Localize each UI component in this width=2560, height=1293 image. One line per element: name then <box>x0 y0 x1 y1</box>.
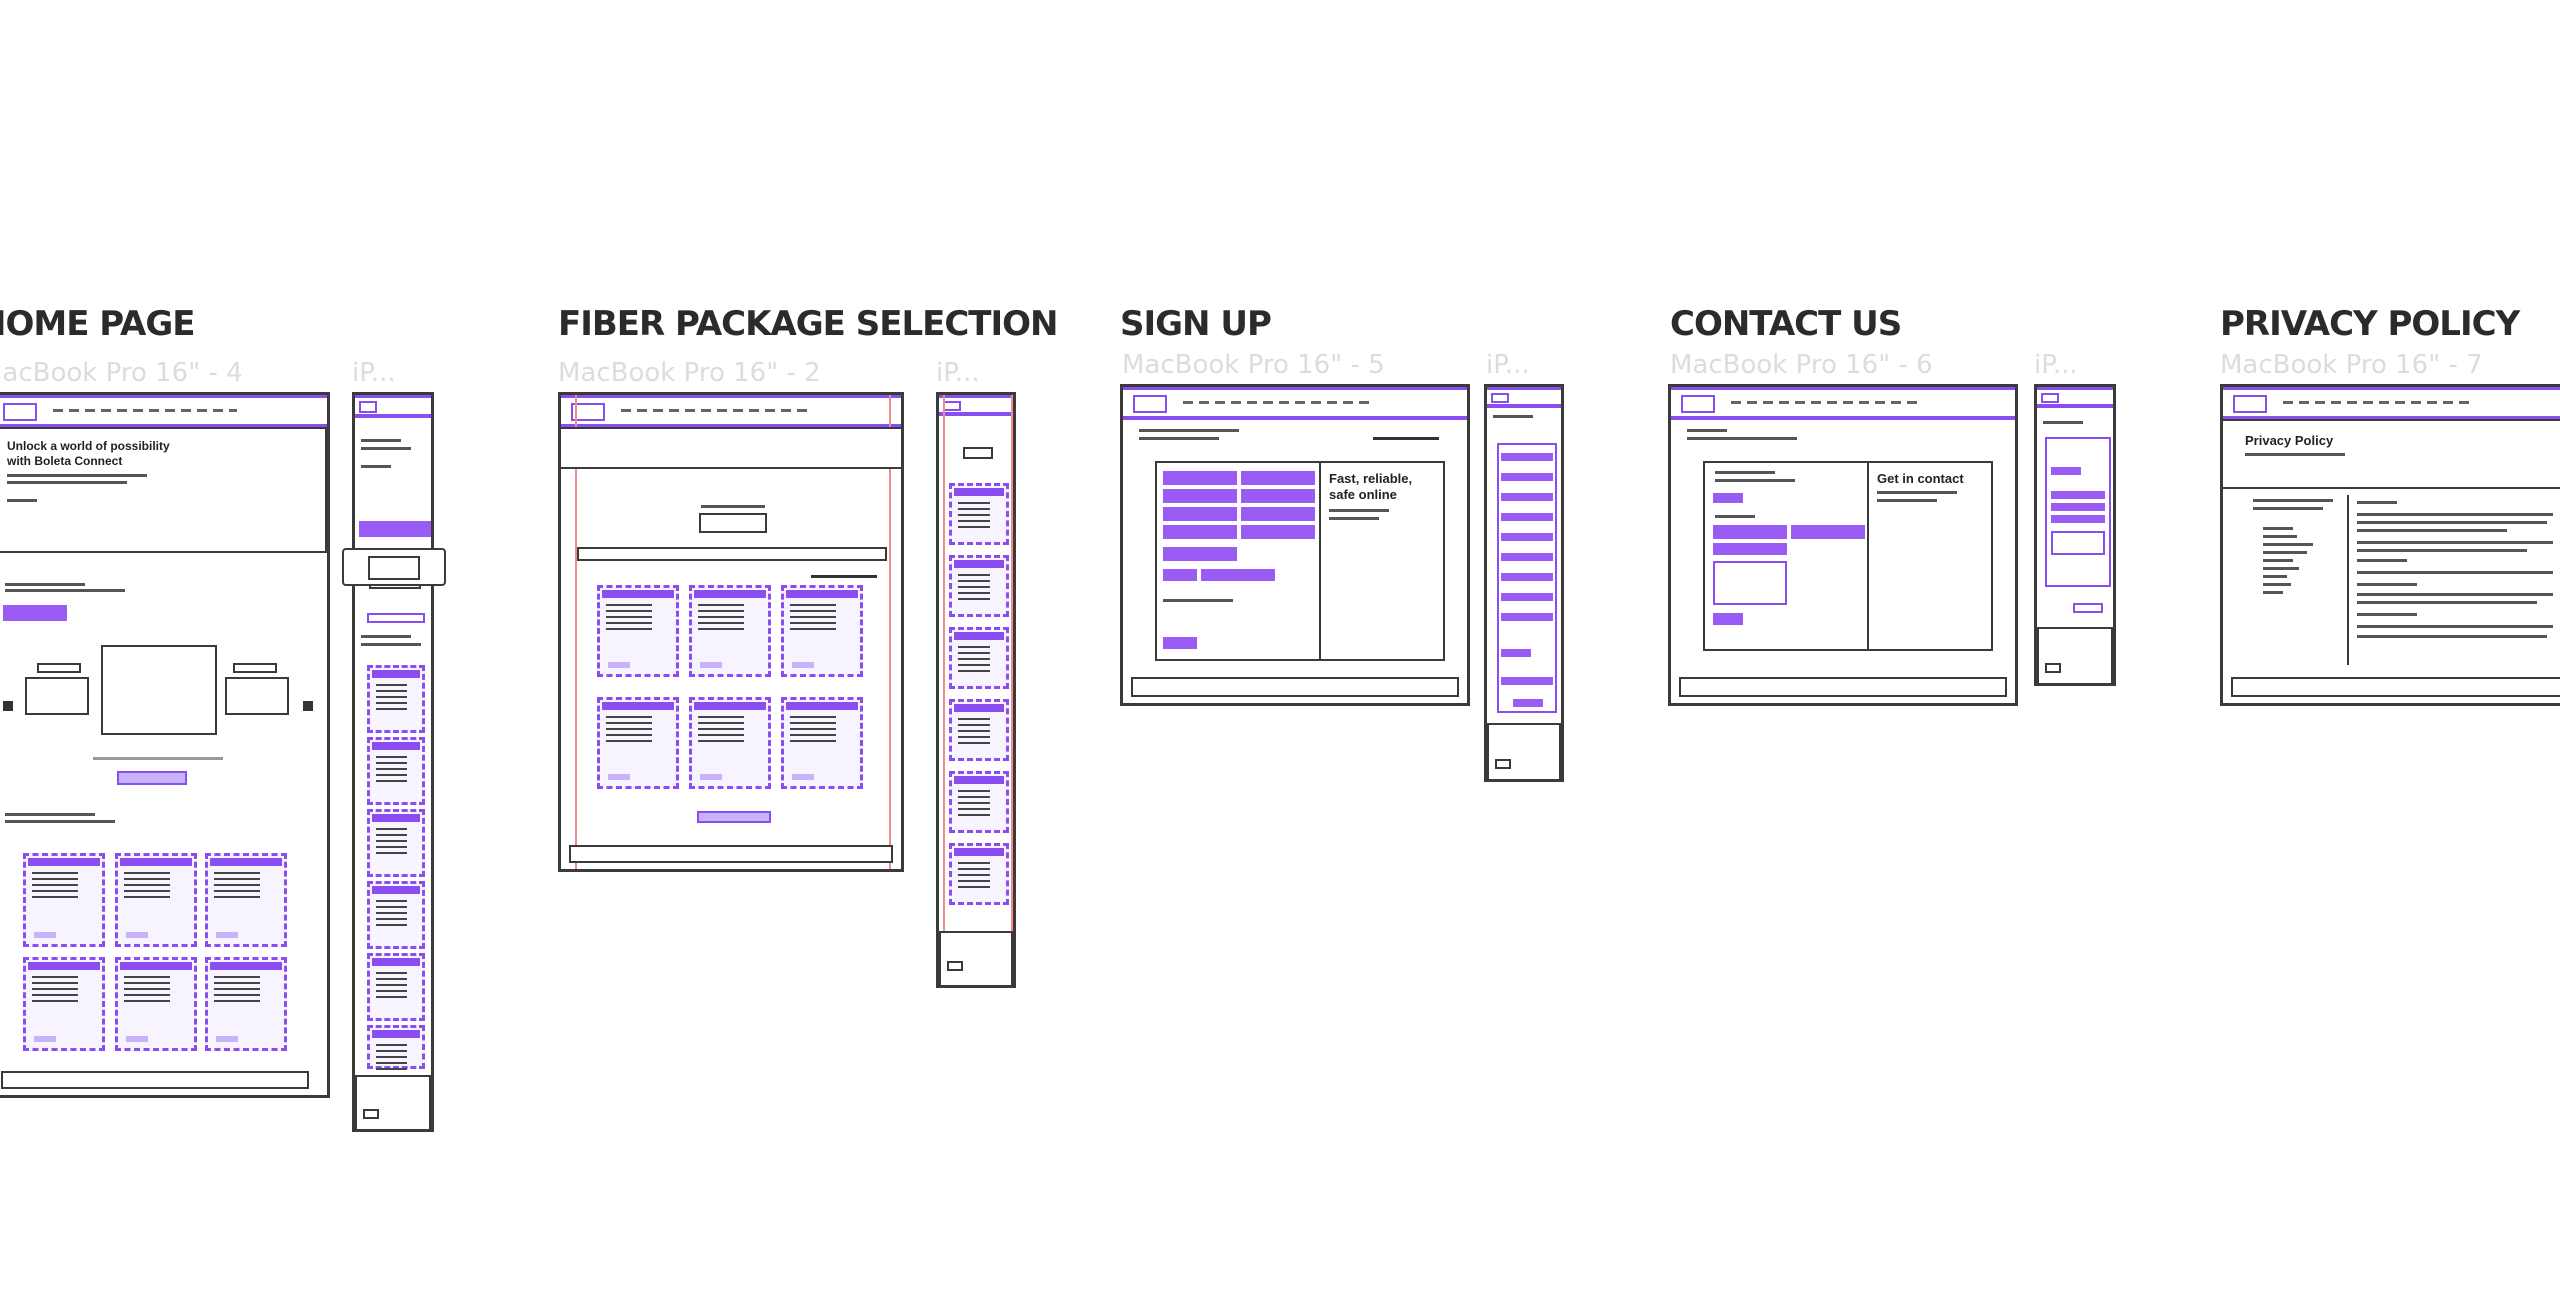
home-hero-line2: with Boleta Connect <box>7 454 123 468</box>
signup-input[interactable] <box>1241 471 1315 485</box>
signup-desktop-frame[interactable]: Fast, reliable, safe online <box>1120 384 1470 706</box>
fiber-mobile-frame[interactable] <box>936 392 1016 988</box>
section-title-privacy[interactable]: PRIVACY POLICY <box>2220 304 2520 344</box>
home-mobile-frame[interactable] <box>352 392 434 1132</box>
home-cta-button[interactable] <box>3 605 67 621</box>
fiber-package-card[interactable] <box>781 697 863 789</box>
device-right <box>225 677 289 715</box>
privacy-desktop-frame[interactable]: Privacy Policy <box>2220 384 2560 706</box>
frame-label-signup-mobile[interactable]: iP... <box>1486 350 1530 380</box>
signup-input[interactable] <box>1241 525 1315 539</box>
section-title-signup[interactable]: SIGN UP <box>1120 304 1272 344</box>
frame-label-fiber-mobile[interactable]: iP... <box>936 358 980 388</box>
contact-button[interactable] <box>1713 493 1743 503</box>
signup-submit-button[interactable] <box>1163 637 1197 649</box>
home-hero: Unlock a world of possibility with Bolet… <box>0 427 327 553</box>
signup-mobile-frame[interactable] <box>1484 384 1564 782</box>
fiber-package-card[interactable] <box>689 697 771 789</box>
frame-label-privacy-desktop[interactable]: MacBook Pro 16" - 7 <box>2220 350 2483 380</box>
contact-input[interactable] <box>1713 543 1787 555</box>
frame-label-home-desktop[interactable]: MacBook Pro 16" - 4 <box>0 358 243 388</box>
home-hero-line1: Unlock a world of possibility <box>7 439 170 453</box>
signup-side-heading-1: Fast, reliable, <box>1329 471 1413 486</box>
signup-input[interactable] <box>1163 547 1237 561</box>
signup-input[interactable] <box>1241 507 1315 521</box>
fiber-package-card[interactable] <box>597 697 679 789</box>
frame-label-signup-desktop[interactable]: MacBook Pro 16" - 5 <box>1122 350 1385 380</box>
signup-side-heading-2: safe online <box>1329 487 1397 502</box>
home-secondary-button[interactable] <box>117 771 187 785</box>
privacy-page-heading: Privacy Policy <box>2245 433 2334 448</box>
frame-label-fiber-desktop[interactable]: MacBook Pro 16" - 2 <box>558 358 821 388</box>
fiber-package-card[interactable] <box>597 585 679 677</box>
contact-input[interactable] <box>1713 525 1787 539</box>
signup-input[interactable] <box>1201 569 1275 581</box>
fiber-filter-box[interactable] <box>699 513 767 533</box>
signup-input[interactable] <box>1163 569 1197 581</box>
home-nav <box>0 395 327 428</box>
section-title-fiber[interactable]: FIBER PACKAGE SELECTION <box>558 304 1058 344</box>
home-footer <box>1 1071 309 1089</box>
section-title-contact[interactable]: CONTACT US <box>1670 304 1902 344</box>
contact-side-heading: Get in contact <box>1877 471 1964 486</box>
fiber-package-card[interactable] <box>689 585 771 677</box>
fiber-package-card[interactable] <box>781 585 863 677</box>
home-feature-card[interactable] <box>115 957 197 1051</box>
home-feature-card[interactable] <box>205 957 287 1051</box>
signup-input[interactable] <box>1163 471 1237 485</box>
contact-desktop-frame[interactable]: Get in contact <box>1668 384 2018 706</box>
contact-input[interactable] <box>1791 525 1865 539</box>
home-feature-card[interactable] <box>23 957 105 1051</box>
home-feature-card[interactable] <box>115 853 197 947</box>
signup-input[interactable] <box>1163 525 1237 539</box>
frame-label-home-mobile[interactable]: iP... <box>352 358 396 388</box>
frame-label-contact-mobile[interactable]: iP... <box>2034 350 2078 380</box>
frame-label-contact-desktop[interactable]: MacBook Pro 16" - 6 <box>1670 350 1933 380</box>
contact-mobile-frame[interactable] <box>2034 384 2116 686</box>
contact-message[interactable] <box>1713 561 1787 605</box>
fiber-load-more-button[interactable] <box>697 811 771 823</box>
device-laptop <box>101 645 217 735</box>
signup-input[interactable] <box>1241 489 1315 503</box>
section-title-home[interactable]: HOME PAGE <box>0 304 195 344</box>
fiber-desktop-frame[interactable] <box>558 392 904 872</box>
home-mobile-cta[interactable] <box>359 521 431 537</box>
device-left <box>25 677 89 715</box>
contact-submit-button[interactable] <box>1713 613 1743 625</box>
signup-input[interactable] <box>1163 489 1237 503</box>
logo-icon <box>3 403 37 421</box>
home-desktop-frame[interactable]: Unlock a world of possibility with Bolet… <box>0 392 330 1098</box>
home-feature-card[interactable] <box>23 853 105 947</box>
signup-input[interactable] <box>1163 507 1237 521</box>
home-feature-card[interactable] <box>205 853 287 947</box>
